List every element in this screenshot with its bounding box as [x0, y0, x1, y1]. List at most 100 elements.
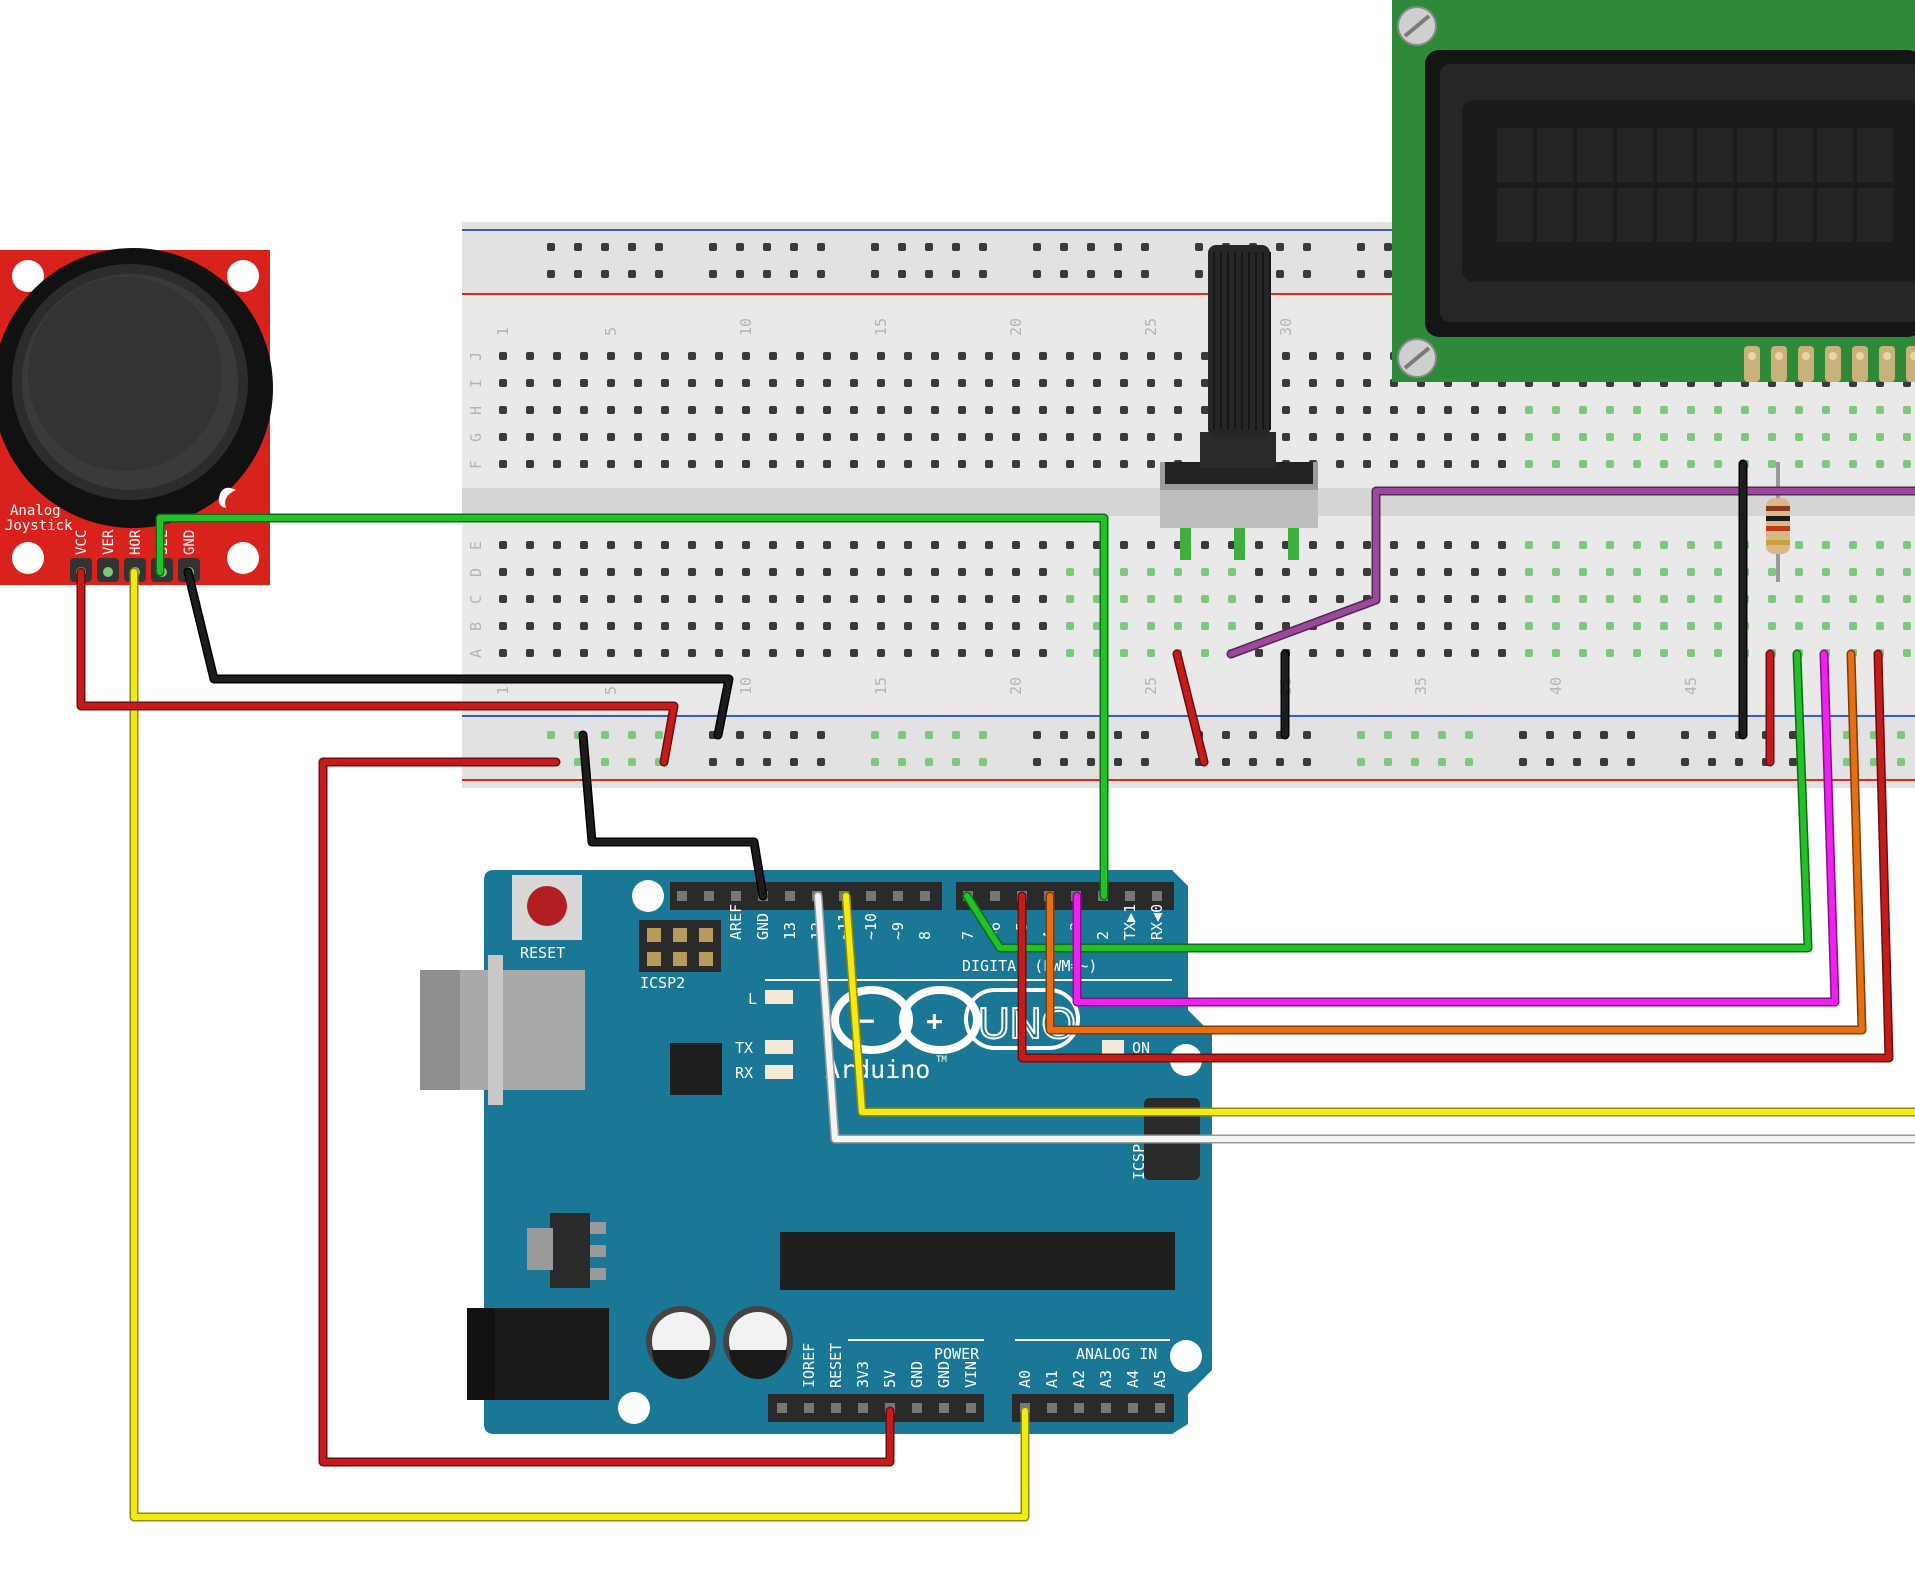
breadboard-hole[interactable] — [769, 622, 777, 630]
breadboard-hole[interactable] — [1525, 433, 1533, 441]
breadboard-hole[interactable] — [769, 649, 777, 657]
breadboard-hole[interactable] — [1600, 758, 1608, 766]
breadboard-hole[interactable] — [1903, 649, 1911, 657]
breadboard-hole[interactable] — [1033, 731, 1041, 739]
breadboard-hole[interactable] — [1303, 758, 1311, 766]
breadboard-hole[interactable] — [1066, 541, 1074, 549]
breadboard-hole[interactable] — [547, 270, 555, 278]
breadboard-hole[interactable] — [925, 270, 933, 278]
breadboard-hole[interactable] — [790, 243, 798, 251]
breadboard-hole[interactable] — [1303, 270, 1311, 278]
breadboard-hole[interactable] — [1411, 731, 1419, 739]
breadboard-hole[interactable] — [1498, 622, 1506, 630]
breadboard-hole[interactable] — [850, 568, 858, 576]
breadboard-hole[interactable] — [1363, 541, 1371, 549]
breadboard-hole[interactable] — [1174, 433, 1182, 441]
breadboard-hole[interactable] — [1093, 433, 1101, 441]
breadboard-hole[interactable] — [715, 649, 723, 657]
breadboard-hole[interactable] — [1141, 731, 1149, 739]
breadboard-hole[interactable] — [769, 433, 777, 441]
breadboard-hole[interactable] — [634, 622, 642, 630]
breadboard-hole[interactable] — [688, 595, 696, 603]
breadboard-hole[interactable] — [1579, 541, 1587, 549]
breadboard-hole[interactable] — [1660, 649, 1668, 657]
breadboard-hole[interactable] — [688, 541, 696, 549]
breadboard-hole[interactable] — [1093, 541, 1101, 549]
breadboard-hole[interactable] — [1795, 433, 1803, 441]
breadboard-hole[interactable] — [715, 352, 723, 360]
breadboard-hole[interactable] — [1606, 595, 1614, 603]
breadboard-hole[interactable] — [1795, 541, 1803, 549]
breadboard-hole[interactable] — [1201, 622, 1209, 630]
breadboard-hole[interactable] — [958, 406, 966, 414]
breadboard-hole[interactable] — [580, 568, 588, 576]
breadboard-hole[interactable] — [1336, 649, 1344, 657]
breadboard-hole[interactable] — [985, 379, 993, 387]
breadboard-hole[interactable] — [1309, 433, 1317, 441]
breadboard-hole[interactable] — [1174, 595, 1182, 603]
breadboard-hole[interactable] — [1687, 649, 1695, 657]
breadboard-hole[interactable] — [628, 731, 636, 739]
breadboard-hole[interactable] — [1120, 352, 1128, 360]
breadboard-hole[interactable] — [715, 595, 723, 603]
breadboard-hole[interactable] — [655, 731, 663, 739]
breadboard-hole[interactable] — [1336, 460, 1344, 468]
breadboard-hole[interactable] — [1282, 379, 1290, 387]
breadboard-hole[interactable] — [1357, 731, 1365, 739]
breadboard-hole[interactable] — [1417, 622, 1425, 630]
breadboard-hole[interactable] — [1849, 433, 1857, 441]
breadboard-hole[interactable] — [796, 406, 804, 414]
breadboard-hole[interactable] — [1060, 270, 1068, 278]
breadboard-hole[interactable] — [1849, 406, 1857, 414]
breadboard-hole[interactable] — [1363, 379, 1371, 387]
breadboard-hole[interactable] — [877, 379, 885, 387]
breadboard-hole[interactable] — [1060, 243, 1068, 251]
breadboard-hole[interactable] — [1498, 406, 1506, 414]
breadboard-hole[interactable] — [979, 731, 987, 739]
breadboard-hole[interactable] — [634, 595, 642, 603]
breadboard-hole[interactable] — [958, 352, 966, 360]
breadboard-hole[interactable] — [1336, 379, 1344, 387]
breadboard-hole[interactable] — [499, 433, 507, 441]
breadboard-hole[interactable] — [1417, 568, 1425, 576]
breadboard-hole[interactable] — [1390, 541, 1398, 549]
breadboard-hole[interactable] — [985, 406, 993, 414]
breadboard-hole[interactable] — [985, 595, 993, 603]
breadboard-hole[interactable] — [580, 622, 588, 630]
breadboard-hole[interactable] — [1012, 352, 1020, 360]
breadboard-hole[interactable] — [1141, 758, 1149, 766]
breadboard-hole[interactable] — [904, 541, 912, 549]
breadboard-hole[interactable] — [661, 595, 669, 603]
breadboard-hole[interactable] — [547, 731, 555, 739]
breadboard-hole[interactable] — [1282, 406, 1290, 414]
breadboard-hole[interactable] — [553, 406, 561, 414]
breadboard-hole[interactable] — [1087, 243, 1095, 251]
breadboard-hole[interactable] — [1525, 460, 1533, 468]
breadboard-hole[interactable] — [1357, 243, 1365, 251]
breadboard-hole[interactable] — [1303, 243, 1311, 251]
breadboard-hole[interactable] — [1336, 541, 1344, 549]
breadboard-hole[interactable] — [1525, 595, 1533, 603]
breadboard-hole[interactable] — [1876, 541, 1884, 549]
breadboard-hole[interactable] — [1120, 595, 1128, 603]
breadboard-hole[interactable] — [574, 270, 582, 278]
breadboard-hole[interactable] — [904, 622, 912, 630]
breadboard-hole[interactable] — [1309, 379, 1317, 387]
breadboard-hole[interactable] — [1141, 270, 1149, 278]
breadboard-hole[interactable] — [1660, 622, 1668, 630]
breadboard-hole[interactable] — [1093, 595, 1101, 603]
breadboard-hole[interactable] — [958, 541, 966, 549]
breadboard-hole[interactable] — [1681, 758, 1689, 766]
breadboard-hole[interactable] — [1471, 541, 1479, 549]
breadboard-hole[interactable] — [1687, 595, 1695, 603]
breadboard-hole[interactable] — [823, 406, 831, 414]
breadboard-hole[interactable] — [904, 649, 912, 657]
breadboard-hole[interactable] — [850, 595, 858, 603]
breadboard-hole[interactable] — [1039, 406, 1047, 414]
breadboard-hole[interactable] — [1498, 568, 1506, 576]
breadboard-hole[interactable] — [580, 406, 588, 414]
breadboard-hole[interactable] — [553, 649, 561, 657]
breadboard-hole[interactable] — [1012, 433, 1020, 441]
breadboard-hole[interactable] — [1687, 622, 1695, 630]
breadboard-hole[interactable] — [823, 568, 831, 576]
